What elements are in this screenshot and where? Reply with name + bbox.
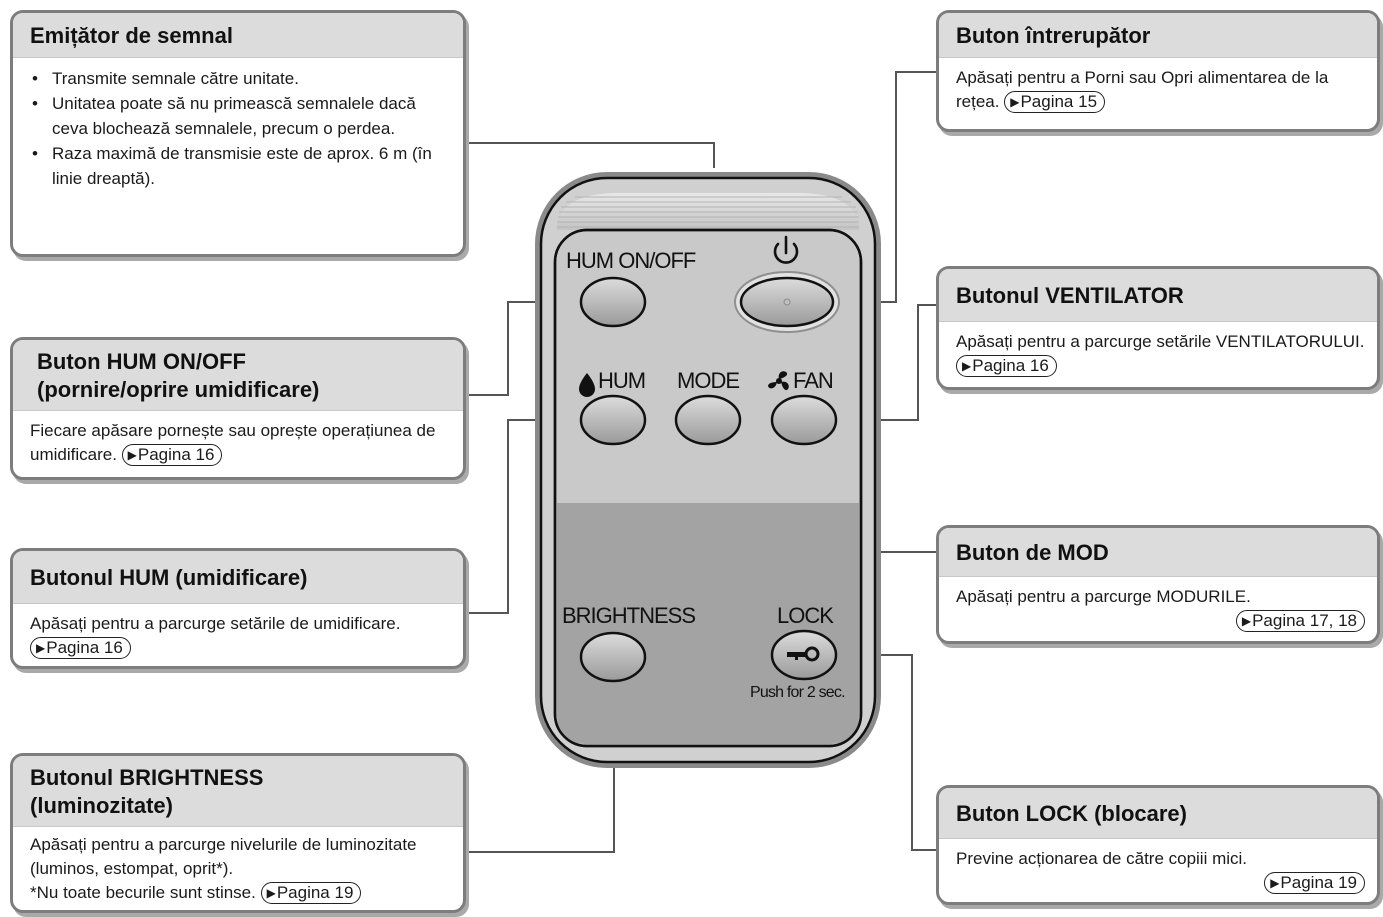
mode-label: MODE <box>677 368 740 393</box>
page-ref-link[interactable]: ▶Pagina 19 <box>1264 872 1365 894</box>
lock-hint-label: Push for 2 sec. <box>750 684 846 701</box>
power-indicator-led <box>783 298 791 306</box>
page-ref-link[interactable]: ▶Pagina 15 <box>1004 91 1106 113</box>
callout-brightness: Butonul BRIGHTNESS (luminozitate) Apăsaț… <box>10 753 466 913</box>
callout-mode: Buton de MOD Apăsați pentru a parcurge M… <box>936 525 1380 644</box>
callout-emitter: Emițător de semnal Transmite semnale căt… <box>10 10 466 257</box>
callout-power: Buton întrerupător Apăsați pentru a Porn… <box>936 10 1380 132</box>
callout-text: Apăsați pentru a parcurge nivelurile de … <box>30 835 417 878</box>
brightness-button[interactable] <box>579 631 647 683</box>
callout-fan: Butonul VENTILATOR Apăsați pentru a parc… <box>936 266 1380 390</box>
brightness-label: BRIGHTNESS <box>562 603 696 628</box>
drop-icon <box>579 373 595 397</box>
hum-onoff-label: HUM ON/OFF <box>566 248 696 273</box>
power-icon <box>773 235 799 264</box>
key-icon <box>787 646 820 662</box>
callout-title: Buton întrerupător <box>939 13 1377 58</box>
callout-title: Buton HUM ON/OFF <box>37 349 246 374</box>
fan-label: FAN <box>793 368 834 393</box>
callout-note: *Nu toate becurile sunt stinse. <box>30 883 256 902</box>
page-ref-link[interactable]: ▶Pagina 17, 18 <box>1235 610 1365 632</box>
callout-text: Previne acționarea de către copiii mici. <box>956 849 1248 868</box>
callout-title: Butonul VENTILATOR <box>939 269 1377 322</box>
callout-title: Butonul BRIGHTNESS <box>30 765 264 790</box>
callout-title: Buton LOCK (blocare) <box>939 788 1377 839</box>
callout-lock: Buton LOCK (blocare) Previne acționarea … <box>936 785 1380 905</box>
hum-onoff-button[interactable] <box>579 276 647 328</box>
callout-title: Butonul HUM (umidificare) <box>13 551 463 604</box>
callout-hum-onoff: Buton HUM ON/OFF (pornire/oprire umidifi… <box>10 337 466 480</box>
page-ref-link[interactable]: ▶Pagina 16 <box>30 637 131 659</box>
callout-text: Apăsați pentru a parcurge setările de um… <box>30 614 401 633</box>
callout-title: (pornire/oprire umidificare) <box>37 377 320 402</box>
callout-title: (luminozitate) <box>30 793 173 818</box>
callout-text: Apăsați pentru a parcurge setările VENTI… <box>956 332 1365 351</box>
bullet-item: Transmite semnale către unitate. <box>30 66 451 91</box>
hum-label: HUM <box>598 368 646 393</box>
page-ref-link[interactable]: ▶Pagina 19 <box>260 882 362 904</box>
callout-title: Buton de MOD <box>939 528 1377 577</box>
callout-text: Fiecare apăsare pornește sau oprește ope… <box>30 421 436 464</box>
lock-label: LOCK <box>777 603 834 628</box>
mode-button[interactable] <box>674 394 742 446</box>
bullet-item: Raza maximă de transmisie este de aprox.… <box>30 141 451 191</box>
fan-button[interactable] <box>770 394 838 446</box>
hum-button[interactable] <box>579 394 647 446</box>
bullet-item: Unitatea poate să nu primească semnalele… <box>30 91 451 141</box>
page-ref-link[interactable]: ▶Pagina 16 <box>956 355 1057 377</box>
callout-text: Apăsați pentru a parcurge MODURILE. <box>956 587 1251 606</box>
callout-title: Emițător de semnal <box>13 13 463 58</box>
callout-hum: Butonul HUM (umidificare) Apăsați pentru… <box>10 548 466 669</box>
page-ref-link[interactable]: ▶Pagina 16 <box>121 444 223 466</box>
leader-emitter <box>466 142 715 168</box>
fan-icon <box>768 371 789 391</box>
callout-text: Apăsați pentru a Porni sau Opri alimenta… <box>956 68 1329 111</box>
